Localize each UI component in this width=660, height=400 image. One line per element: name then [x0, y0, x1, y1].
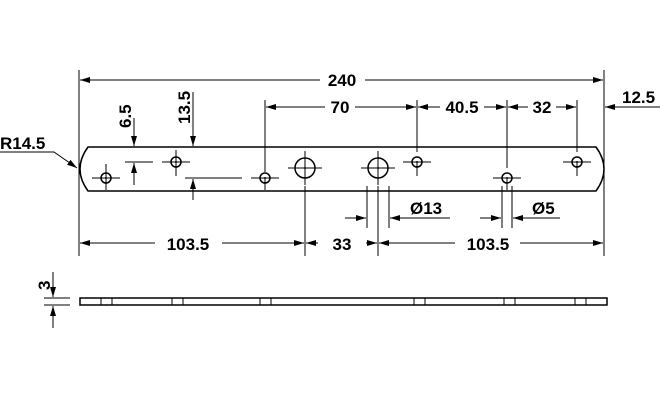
holes: [92, 150, 591, 190]
dim-40-5-label: 40.5: [445, 98, 478, 117]
dimension-6-5: 6.5: [116, 104, 153, 185]
dim-240-label: 240: [328, 71, 356, 90]
dimension-chain-top: 70 40.5 32 12.5: [264, 88, 660, 172]
small-hole: [493, 172, 521, 190]
dim-103-5-left-label: 103.5: [167, 235, 210, 254]
small-hole: [403, 156, 431, 176]
dim-33-label: 33: [333, 235, 352, 254]
radius-label: R14.5: [0, 134, 45, 153]
dim-12-5-label: 12.5: [622, 88, 655, 107]
dimension-diameter-13: Ø13: [345, 186, 450, 228]
dim-13-5-label: 13.5: [175, 91, 194, 124]
plate-top-view: [79, 146, 605, 192]
dim-6-5-label: 6.5: [116, 104, 135, 128]
dimension-240: 240: [80, 71, 603, 90]
dim-thickness-label: 3: [35, 281, 54, 290]
dimension-radius: R14.5: [0, 134, 78, 169]
dim-103-5-right-label: 103.5: [467, 235, 510, 254]
dim-32-label: 32: [533, 98, 552, 117]
dimension-thickness: 3: [35, 272, 70, 328]
dimension-chain-bottom: 103.5 33 103.5: [80, 186, 603, 256]
dimension-diameter-5: Ø5: [480, 186, 560, 228]
large-hole: [288, 151, 322, 185]
small-hole: [162, 150, 190, 176]
dim-diameter-13-label: Ø13: [410, 199, 442, 218]
small-hole: [92, 164, 120, 190]
large-hole: [361, 151, 395, 185]
plate-side-view: [79, 297, 608, 306]
dimension-13-5: 13.5: [175, 91, 242, 200]
small-hole: [251, 172, 279, 190]
small-hole: [563, 156, 591, 176]
dim-70-label: 70: [331, 98, 350, 117]
dim-diameter-5-label: Ø5: [532, 199, 555, 218]
